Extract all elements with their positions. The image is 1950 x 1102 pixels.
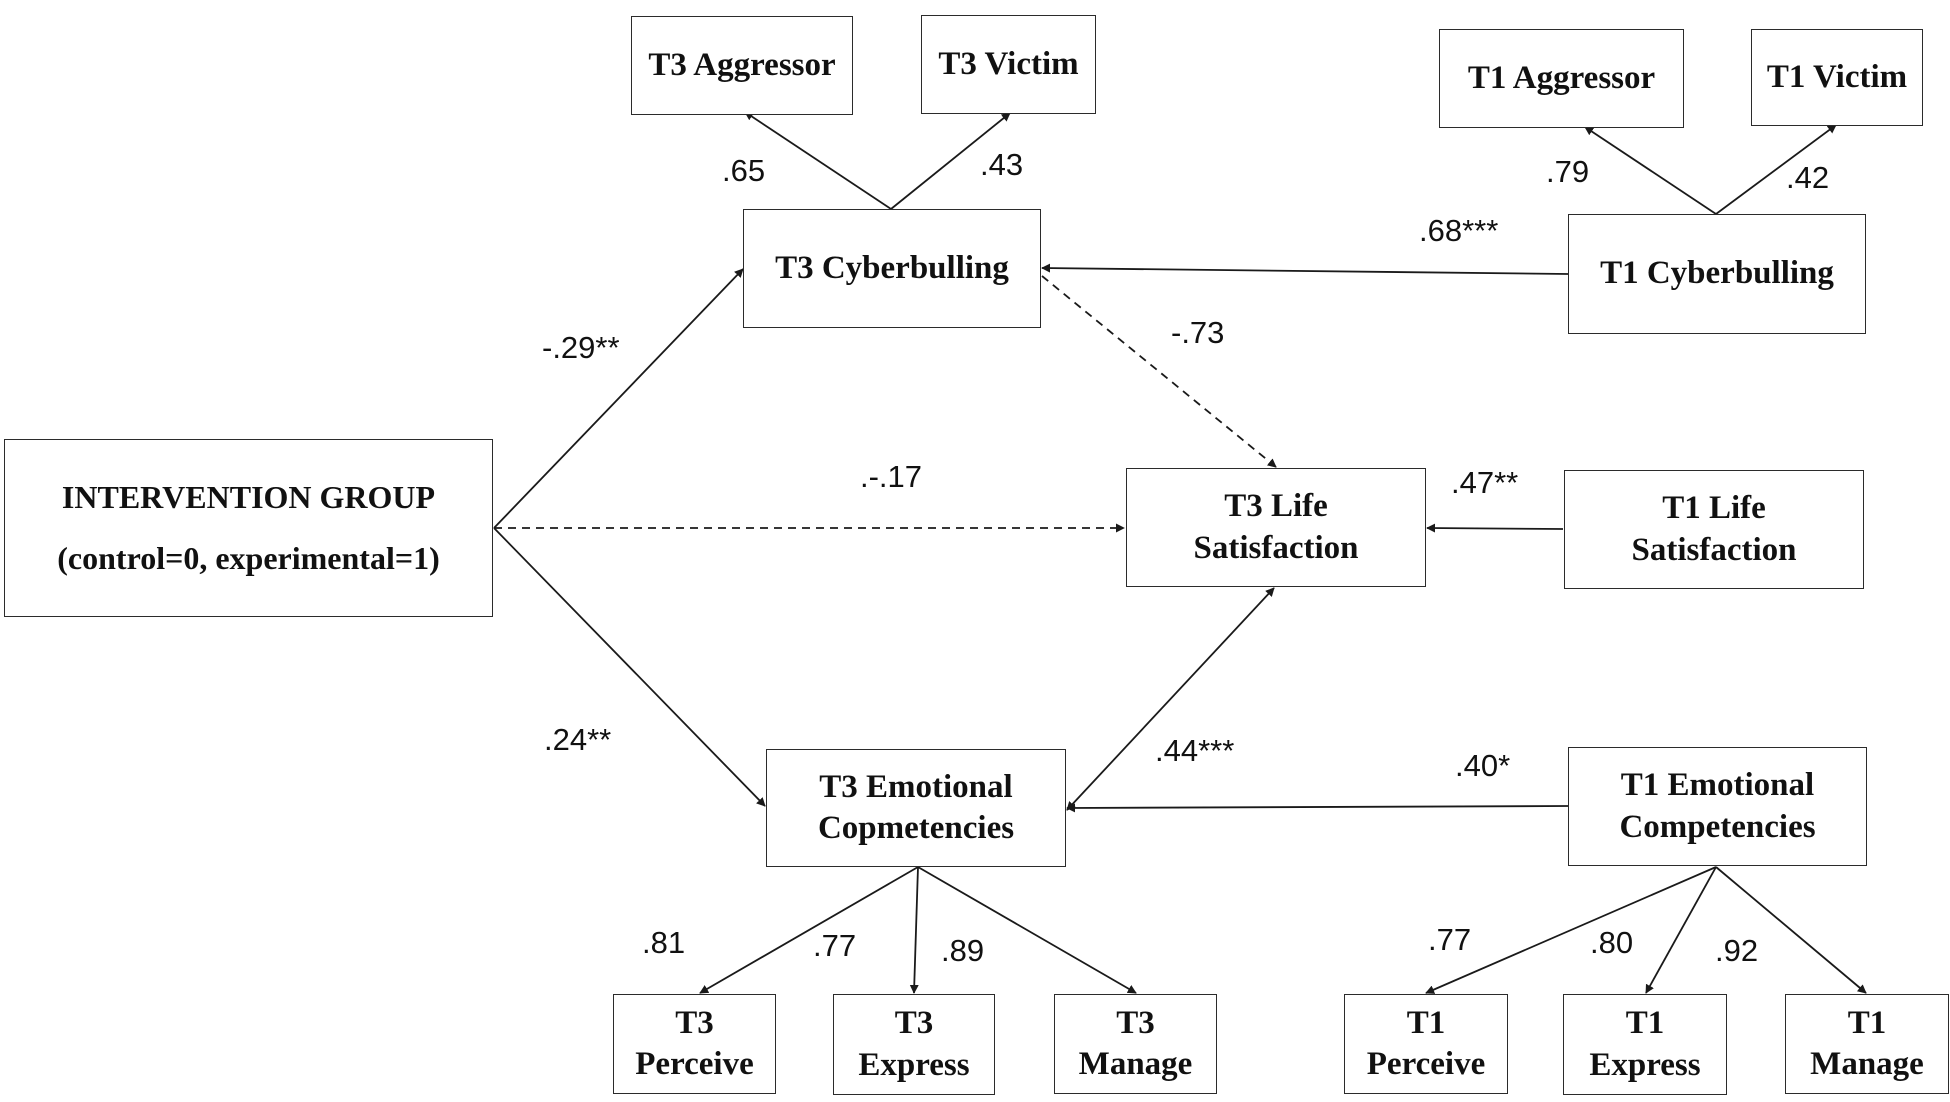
node-t1-cyberbulling-label: T1 Cyberbulling <box>1600 255 1834 292</box>
arrow-t3cb-t3ls <box>1041 275 1277 468</box>
arrow-t3ec-t3ls <box>1066 587 1275 811</box>
coef-t3ec-express: .77 <box>813 928 857 963</box>
node-t1-perceive: T1 Perceive <box>1344 994 1508 1094</box>
coef-t1ls-to-t3ls: .47** <box>1451 465 1519 500</box>
node-t3-victim-label: T3 Victim <box>938 45 1079 82</box>
arrow-t1ls-t3ls <box>1426 523 1564 533</box>
node-t1-manage-line2: Manage <box>1810 1046 1924 1082</box>
coef-t1ec-express: .80 <box>1590 925 1634 960</box>
node-t3-cyberbulling-label: T3 Cyberbulling <box>775 249 1009 286</box>
coef-t3ec-manage: .89 <box>941 933 985 968</box>
node-t1-victim: T1 Victim <box>1751 29 1923 126</box>
coef-t3ec-perceive: .81 <box>642 925 686 960</box>
arrow-t1ec-t3ec <box>1066 803 1569 813</box>
coef-t1cb-to-t3cb: .68*** <box>1419 213 1499 248</box>
node-t3-emotional-competencies-line1: T3 Emotional <box>819 768 1013 805</box>
arrow-intervention-t3cb <box>493 268 744 529</box>
arrow-t3ec-perceive <box>699 866 919 994</box>
node-t1-express-line2: Express <box>1589 1046 1701 1083</box>
node-t3-express: T3 Express <box>833 994 995 1095</box>
arrow-t1cb-aggressor <box>1584 126 1717 215</box>
node-t1-life-satisfaction: T1 Life Satisfaction <box>1564 470 1864 589</box>
node-t3-victim: T3 Victim <box>921 15 1096 114</box>
arrow-t1ec-express <box>1645 866 1717 994</box>
arrow-t3ec-express <box>909 866 919 994</box>
node-t3-cyberbulling: T3 Cyberbulling <box>743 209 1041 328</box>
coef-t3cb-victim: .43 <box>980 147 1024 182</box>
node-intervention-group: INTERVENTION GROUP (control=0, experimen… <box>4 439 493 617</box>
node-t3-emotional-competencies-line2: Copmetencies <box>817 810 1015 846</box>
arrow-t3cb-aggressor <box>744 111 892 210</box>
node-t3-perceive-line2: Perceive <box>635 1046 754 1082</box>
node-t1-life-satisfaction-line2: Satisfaction <box>1631 531 1797 568</box>
node-t1-emotional-competencies-line1: T1 Emotional <box>1620 767 1815 804</box>
node-t3-perceive-line1: T3 <box>675 1004 714 1041</box>
arrow-t1ec-perceive <box>1425 866 1717 994</box>
node-t3-manage-line2: Manage <box>1078 1046 1193 1082</box>
node-t3-express-line1: T3 <box>894 1005 934 1042</box>
node-intervention-group-line2: (control=0, experimental=1) <box>57 540 440 576</box>
node-t1-express: T1 Express <box>1563 994 1727 1095</box>
arrow-t1cb-t3cb <box>1041 263 1569 275</box>
node-t1-cyberbulling: T1 Cyberbulling <box>1568 214 1866 334</box>
arrow-t1ec-manage <box>1715 866 1867 994</box>
node-t1-victim-label: T1 Victim <box>1766 58 1908 95</box>
node-t3-life-satisfaction-line2: Satisfaction <box>1193 529 1359 566</box>
coef-intervention-to-t3ls: .-.17 <box>860 459 923 494</box>
node-t3-perceive: T3 Perceive <box>613 994 776 1094</box>
coef-t1ec-perceive: .77 <box>1428 922 1472 957</box>
node-t1-aggressor-label: T1 Aggressor <box>1467 59 1656 96</box>
coef-t3cb-aggressor: .65 <box>722 153 766 188</box>
node-t1-perceive-line2: Perceive <box>1366 1046 1486 1082</box>
coef-intervention-to-t3cb: -.29** <box>542 330 620 365</box>
coef-t1ec-manage: .92 <box>1715 933 1759 968</box>
node-t1-life-satisfaction-line1: T1 Life <box>1662 490 1766 527</box>
arrow-intervention-t3ec <box>493 527 766 807</box>
node-t1-perceive-line1: T1 <box>1406 1004 1446 1041</box>
node-t1-emotional-competencies: T1 Emotional Competencies <box>1568 747 1867 866</box>
node-t1-express-line1: T1 <box>1625 1005 1665 1042</box>
node-t3-aggressor-label: T3 Aggressor <box>648 46 836 83</box>
node-t1-emotional-competencies-line2: Competencies <box>1619 808 1816 845</box>
coef-intervention-to-t3ec: .24** <box>544 722 612 757</box>
arrow-t3cb-victim <box>890 112 1011 210</box>
arrow-t1cb-victim <box>1715 124 1837 215</box>
node-t3-express-line2: Express <box>858 1046 970 1083</box>
node-t3-life-satisfaction-line1: T3 Life <box>1224 488 1328 525</box>
node-intervention-group-line1: INTERVENTION GROUP <box>61 479 436 516</box>
node-t1-manage: T1 Manage <box>1785 994 1949 1094</box>
arrow-t3ec-manage <box>917 866 1137 994</box>
coef-t3cb-to-t3ls: -.73 <box>1171 315 1225 350</box>
coef-t1ec-to-t3ec: .40* <box>1455 748 1511 783</box>
node-t3-aggressor: T3 Aggressor <box>631 16 853 115</box>
coef-t1cb-aggressor: .79 <box>1546 154 1590 189</box>
node-t3-life-satisfaction: T3 Life Satisfaction <box>1126 468 1426 587</box>
coef-t3ec-t3ls: .44*** <box>1155 733 1235 768</box>
coef-t1cb-victim: .42 <box>1786 160 1830 195</box>
node-t3-manage-line1: T3 <box>1116 1004 1155 1041</box>
node-t3-manage: T3 Manage <box>1054 994 1217 1094</box>
node-t3-emotional-competencies: T3 Emotional Copmetencies <box>766 749 1066 867</box>
node-t1-aggressor: T1 Aggressor <box>1439 29 1684 128</box>
node-t1-manage-line1: T1 <box>1847 1004 1887 1041</box>
